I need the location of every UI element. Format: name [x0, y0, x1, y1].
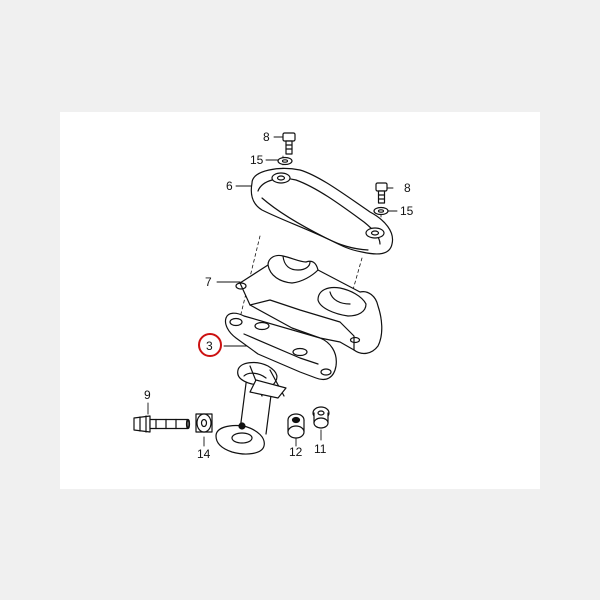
callout-rubber: 11 — [314, 442, 327, 456]
callout-bolt-right: 8 — [404, 181, 411, 195]
upper-bridge-part — [250, 167, 394, 255]
highlight-circle — [198, 333, 222, 357]
callout-washer-right: 15 — [400, 204, 414, 218]
pinch-bolt-part — [133, 415, 191, 433]
callout-bracket: 7 — [205, 275, 212, 289]
bolt-top-part — [282, 132, 296, 155]
collar-part — [195, 413, 213, 433]
callout-bolt-top: 8 — [263, 130, 270, 144]
lower-bridge-part — [215, 312, 337, 455]
callout-upper-bridge: 6 — [226, 179, 233, 193]
washer-right-part — [373, 206, 389, 216]
callout-washer-top: 15 — [250, 153, 264, 167]
washer-top-part — [277, 156, 293, 166]
rubber-part — [312, 406, 330, 429]
bracket-part — [235, 254, 383, 355]
callout-collar: 14 — [197, 447, 211, 461]
callout-pinch-bolt: 9 — [144, 388, 151, 402]
callout-bushing: 12 — [289, 445, 303, 459]
bolt-right-part — [375, 182, 388, 204]
callout-lower-bridge: 3 — [206, 339, 213, 353]
bushing-part — [287, 413, 305, 439]
